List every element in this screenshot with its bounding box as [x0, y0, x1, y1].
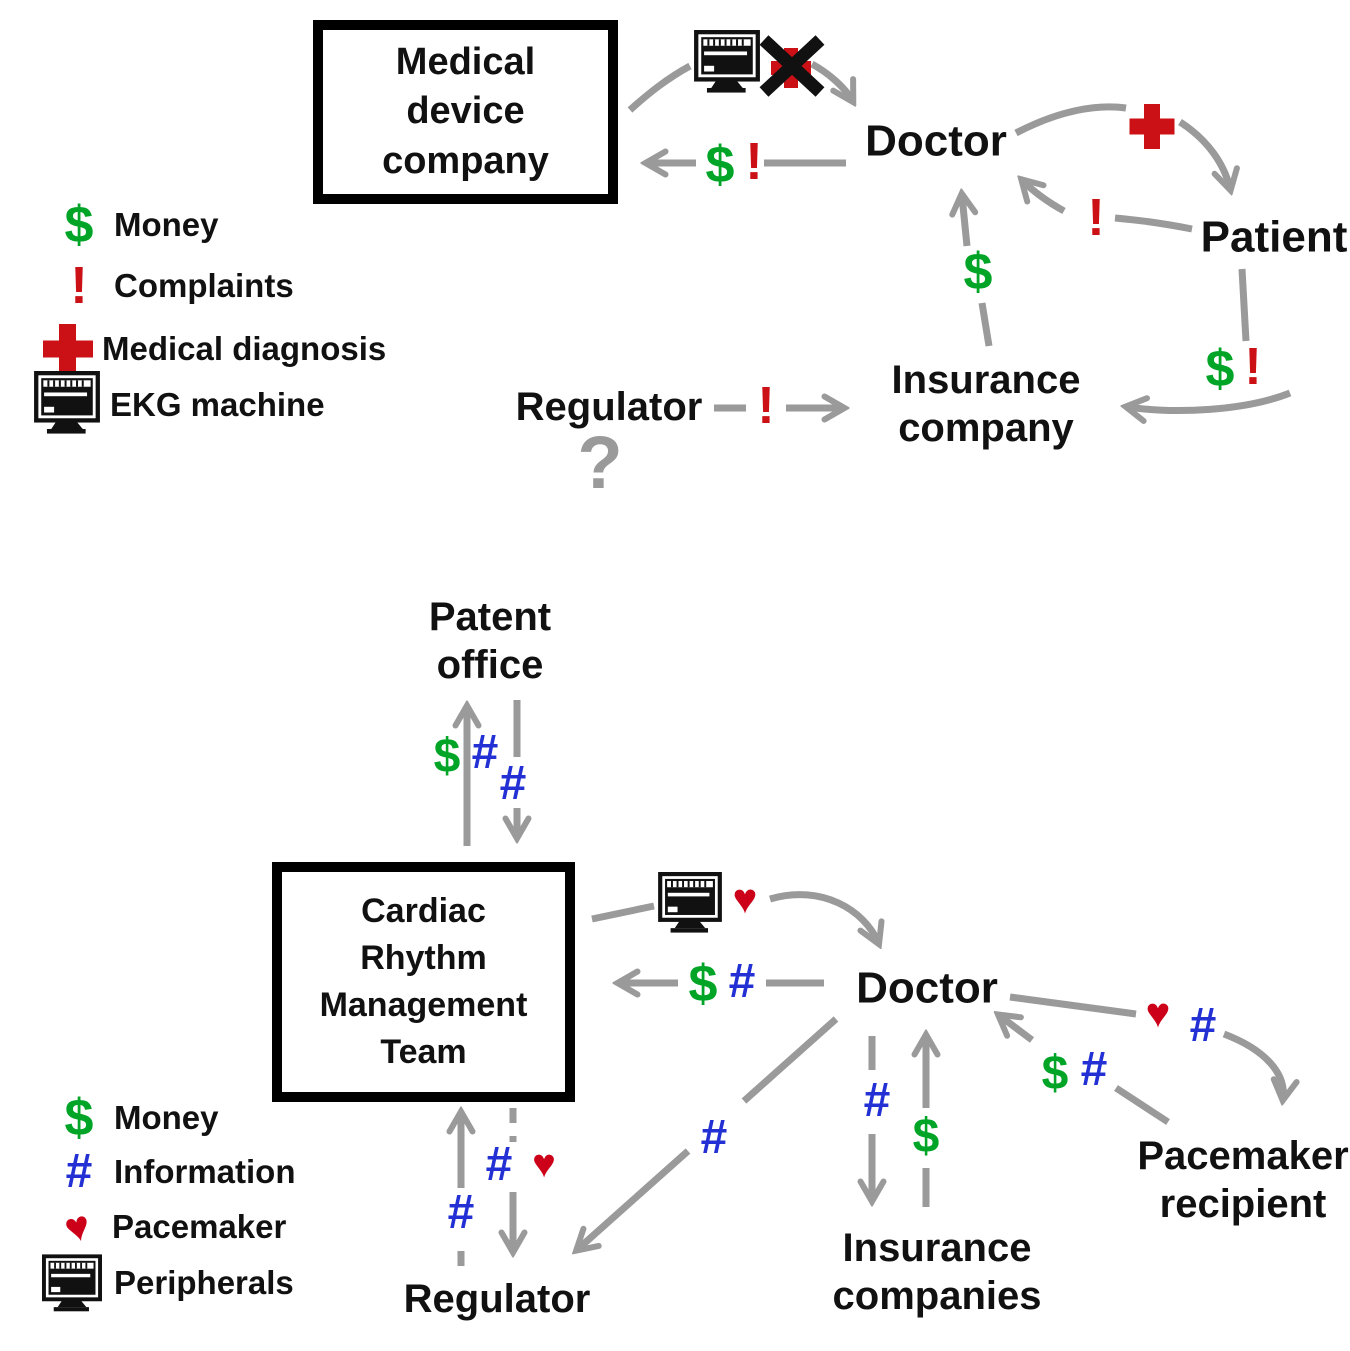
node-label: Pacemaker recipient: [1137, 1134, 1349, 1226]
node-pacemaker-recipient: Pacemaker recipient: [1137, 1132, 1348, 1228]
arrow-company-to-doctor-tail: [627, 62, 692, 113]
complaints-symbol: !: [70, 257, 88, 315]
node-label: Regulator: [515, 385, 703, 429]
node-patent-office: Patent office: [429, 593, 551, 689]
arrow-patient-to-insurance-head: [1128, 389, 1292, 410]
arrow-doctor-to-recipient-tail: [1009, 993, 1137, 1018]
legend-label: Complaints: [114, 267, 294, 304]
money-symbol: $: [705, 136, 735, 194]
information-symbol: #: [863, 1074, 891, 1127]
node-label: Patent office: [428, 595, 552, 687]
legend-label: Pacemaker: [112, 1208, 287, 1245]
money-symbol: $: [688, 955, 718, 1013]
node-label: Cardiac Rhythm Management Team: [319, 892, 528, 1071]
money-symbol: $: [1041, 1047, 1069, 1100]
node-label: Regulator: [403, 1277, 591, 1321]
node-insurance-company: Insurance company: [892, 356, 1081, 452]
information-symbol: #: [65, 1145, 93, 1198]
node-doctor-top: Doctor: [865, 116, 1007, 169]
arrow-recipient-to-doctor-tail: [1114, 1085, 1170, 1125]
complaints-symbol: !: [1244, 338, 1262, 396]
node-regulator-bottom: Regulator: [404, 1275, 591, 1323]
arrow-company-to-doctor-head: [810, 60, 852, 100]
money-symbol: $: [64, 196, 94, 254]
node-patient: Patient: [1201, 212, 1348, 265]
arrow-doctor-to-patient-head: [1178, 119, 1230, 188]
pacemaker-symbol: ♥: [532, 1142, 556, 1186]
money-symbol: $: [64, 1089, 94, 1147]
information-symbol: #: [447, 1186, 475, 1239]
information-symbol: #: [485, 1138, 513, 1191]
information-symbol: #: [1080, 1043, 1108, 1096]
information-symbol: #: [499, 757, 527, 810]
legend-ekg-machine-icon: [36, 373, 98, 433]
arrow-insurance-to-doctor-head: [962, 196, 967, 247]
legend-label: Information: [114, 1153, 296, 1190]
node-label: Insurance companies: [832, 1226, 1042, 1318]
information-symbol: #: [700, 1111, 728, 1164]
node-insurance-companies: Insurance companies: [833, 1224, 1042, 1320]
legend-label: Medical diagnosis: [102, 330, 387, 367]
money-symbol: $: [963, 243, 993, 301]
legend-label: Money: [114, 206, 219, 243]
legend-item-information: # Information: [56, 1145, 296, 1198]
legend-item-money: $ Money: [56, 198, 219, 252]
node-label: Patient: [1200, 212, 1348, 262]
arrow-recipient-to-doctor-head: [1000, 1016, 1035, 1043]
arrow-crm-to-doctor-tail: [591, 902, 655, 923]
legend-label: Peripherals: [114, 1264, 294, 1301]
top-diagram-arrows: [627, 60, 1292, 410]
legend-item-money: $ Money: [56, 1092, 219, 1144]
arrow-crm-to-doctor-head: [769, 891, 878, 942]
legend-label: Money: [114, 1099, 219, 1136]
money-symbol: $: [912, 1110, 940, 1163]
information-symbol: #: [471, 726, 499, 779]
money-symbol: $: [1205, 340, 1235, 398]
arrow-doctor-to-patient-tail: [1014, 103, 1127, 137]
pacemaker-symbol: ♥: [1145, 989, 1171, 1036]
medical-diagnosis-icon: [1129, 104, 1175, 149]
legend-item-diagnosis: Medical diagnosis: [100, 322, 386, 376]
arrow-patient-to-doctor-tail: [1114, 214, 1193, 233]
pacemaker-symbol: ♥: [732, 875, 758, 922]
node-label: Doctor: [865, 116, 1007, 166]
information-symbol: #: [1189, 999, 1217, 1052]
bottom-diagram-arrows: [461, 700, 1283, 1266]
money-symbol: $: [433, 730, 461, 783]
complaints-symbol: !: [1087, 189, 1105, 247]
peripherals-icon: [660, 874, 720, 933]
legend-item-ekg: EKG machine: [110, 380, 325, 430]
question-mark: ?: [577, 421, 623, 504]
arrow-patient-to-insurance-tail: [1238, 268, 1250, 342]
node-medical-device-company: Medical device company: [313, 20, 618, 204]
ekg-machine-icon: [696, 32, 758, 92]
information-symbol: #: [728, 955, 756, 1008]
legend-item-peripherals: Peripherals: [42, 1252, 294, 1314]
node-cardiac-rhythm-management-team: Cardiac Rhythm Management Team: [272, 862, 575, 1102]
complaints-symbol: !: [757, 377, 775, 435]
legend-item-pacemaker: ♥ Pacemaker: [54, 1201, 286, 1253]
arrow-doctor-to-regulator-tail: [741, 1016, 839, 1104]
x-icon: [759, 35, 825, 97]
peripherals-icon: [42, 1254, 102, 1312]
node-regulator-top: Regulator: [516, 383, 703, 431]
arrow-patient-to-doctor-head: [1023, 181, 1066, 215]
legend-label: EKG machine: [110, 386, 325, 423]
arrow-doctor-to-regulator-head: [578, 1148, 691, 1249]
complaints-symbol: !: [745, 133, 763, 191]
arrow-doctor-to-recipient-head: [1222, 1030, 1283, 1098]
arrow-insurance-to-doctor-tail: [978, 302, 993, 347]
legend-item-complaints: ! Complaints: [56, 257, 294, 315]
node-label: Medical device company: [382, 40, 549, 182]
node-label: Doctor: [856, 963, 998, 1013]
legend-medical-diagnosis-icon: [43, 324, 93, 374]
node-label: Insurance company: [891, 358, 1081, 450]
node-doctor-bottom: Doctor: [856, 963, 998, 1016]
pacemaker-symbol: ♥: [54, 1200, 100, 1253]
pacemaker-symbol-glyph: ♥: [59, 1200, 95, 1253]
